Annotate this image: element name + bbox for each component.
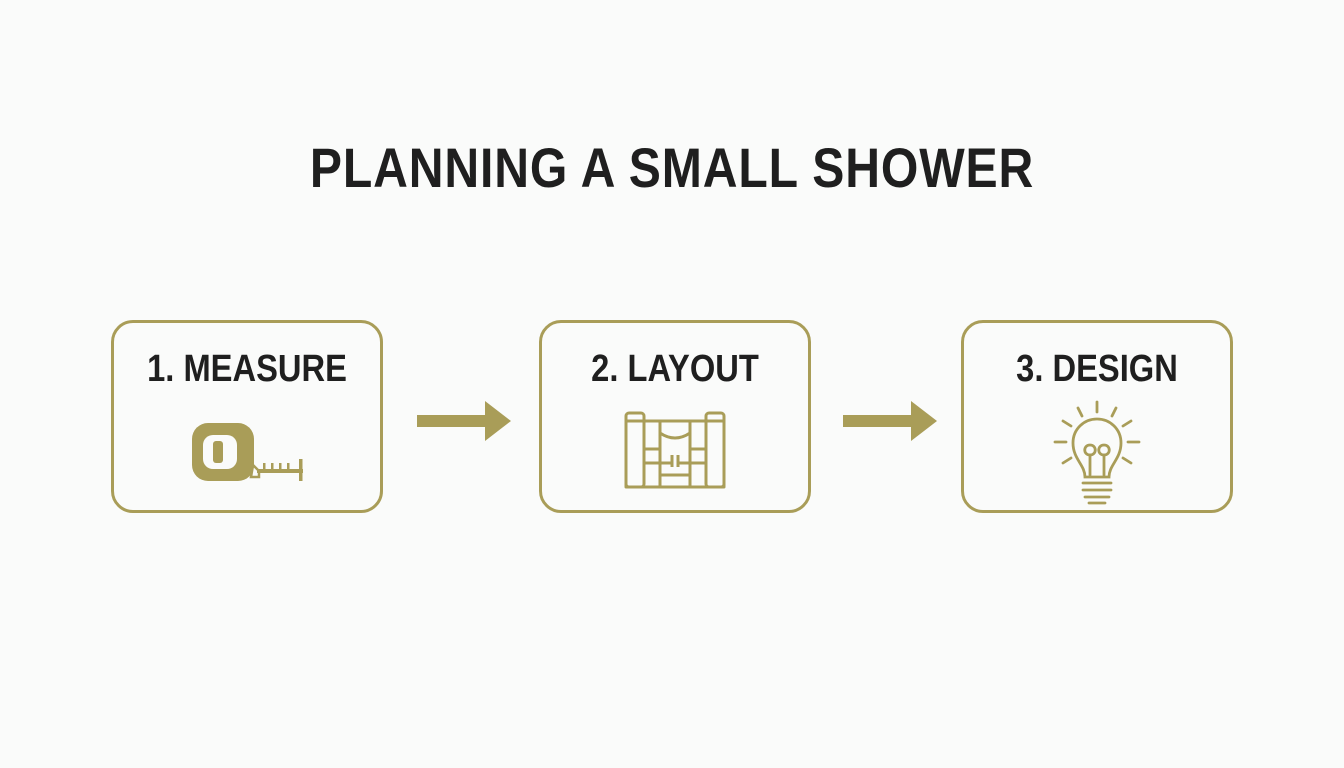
step-label: 1. MEASURE <box>147 348 347 390</box>
diagram-title: PLANNING A SMALL SHOWER <box>309 136 1035 199</box>
step-design: 3. DESIGN <box>961 320 1233 513</box>
step-label: 2. LAYOUT <box>591 348 759 390</box>
step-label: 3. DESIGN <box>1016 348 1178 390</box>
tape-measure-icon <box>187 419 307 494</box>
step-measure: 1. MEASURE <box>111 320 383 513</box>
arrow-right-icon <box>417 398 513 451</box>
arrow-right-icon <box>843 398 939 451</box>
step-layout: 2. LAYOUT <box>539 320 811 513</box>
lightbulb-icon <box>1049 399 1145 514</box>
floor-plan-icon <box>620 407 730 494</box>
